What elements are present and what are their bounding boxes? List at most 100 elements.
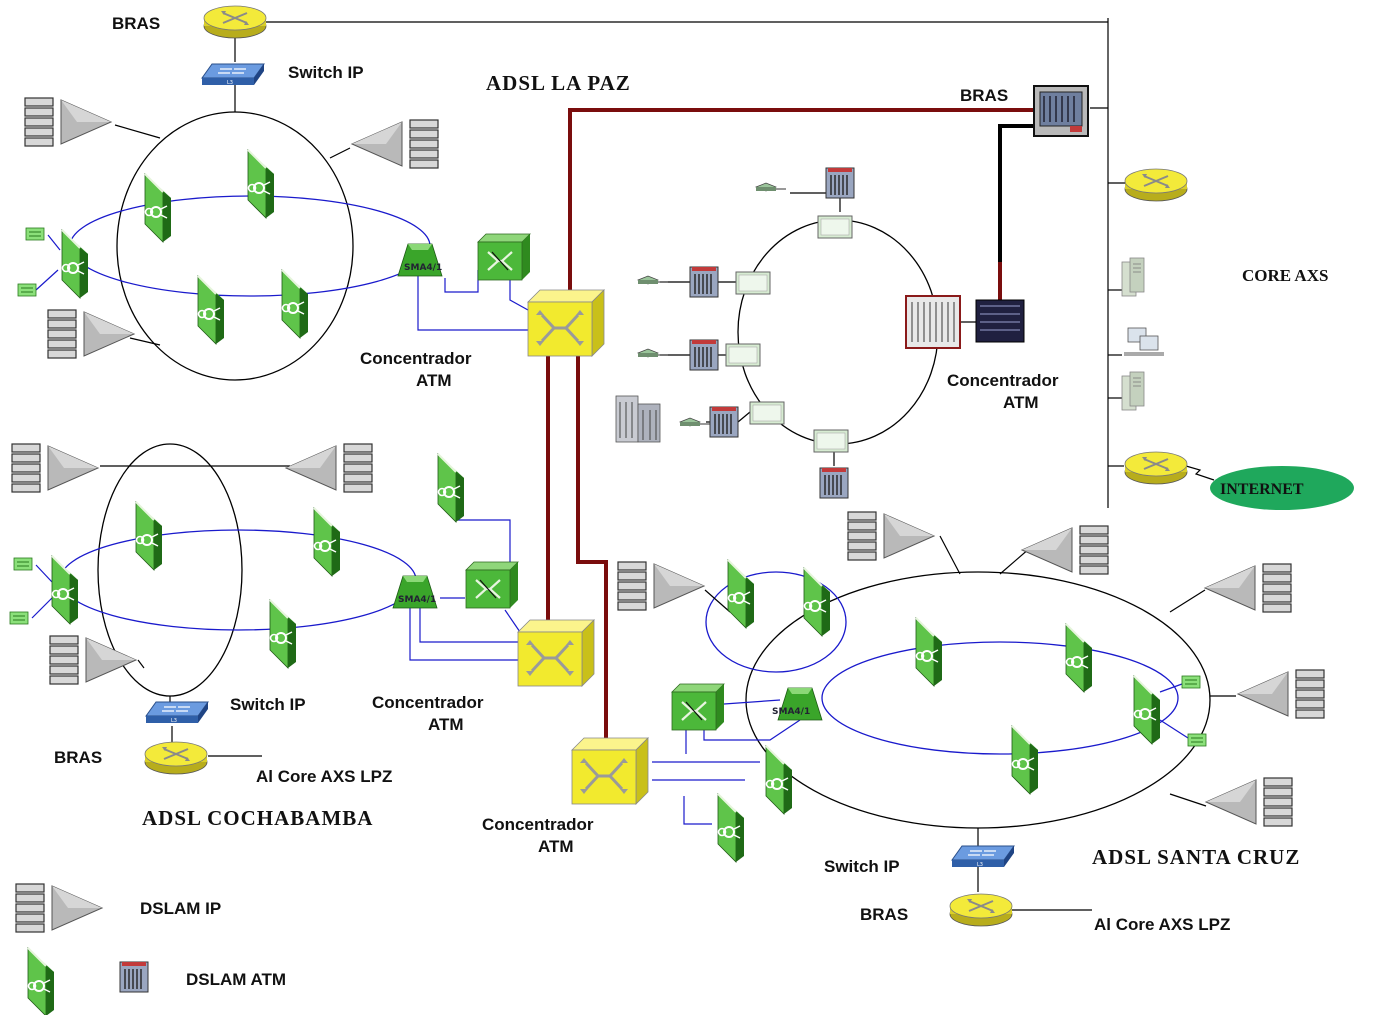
phone-icon <box>1181 675 1201 689</box>
sma-label: SMA4/1 <box>398 595 436 605</box>
dslam-ip-icon <box>1237 669 1325 719</box>
dslam-ip-icon <box>24 97 112 147</box>
dslam-ip-icon <box>285 443 373 493</box>
terminal-icon <box>725 343 761 367</box>
dslam-ip-icon <box>847 511 935 561</box>
workstation-icon <box>1124 327 1164 356</box>
al-core-scz-label: Al Core AXS LPZ <box>1094 915 1230 934</box>
switch-ip-scz-label: Switch IP <box>824 857 900 876</box>
atm-switch-icon <box>464 560 520 610</box>
dslam-ip-icon <box>11 443 99 493</box>
adsl-santa-cruz-title: ADSL SANTA CRUZ <box>1092 845 1300 869</box>
router-icon <box>203 5 267 39</box>
dslam-atm-icon <box>313 507 341 577</box>
atm-top-label: ATM <box>416 371 452 390</box>
switch-ip-top-label: Switch IP <box>288 63 364 82</box>
router-icon <box>949 893 1013 927</box>
dslam-atm-icon <box>197 275 225 345</box>
legend-dslam-atm-label: DSLAM ATM <box>186 970 286 989</box>
bras-cbba-label: BRAS <box>54 748 102 767</box>
santa-cruz-network <box>652 535 1236 911</box>
modem-icon <box>679 417 711 427</box>
phone-icon <box>25 227 45 241</box>
phone-icon <box>9 611 29 625</box>
dslam-ip-icon <box>1204 563 1292 613</box>
bras-top-label: BRAS <box>112 14 160 33</box>
adsl-la-paz-title: ADSL LA PAZ <box>486 71 631 95</box>
terminal-icon <box>735 271 771 295</box>
concentrador-scz-label: Concentrador <box>482 815 594 834</box>
atm-switch-icon <box>516 618 596 688</box>
dslam-atm-icon <box>1011 725 1039 795</box>
dslam-atm-icon <box>135 501 163 571</box>
terminal-icon <box>749 401 785 425</box>
bras-lapaz-label: BRAS <box>960 86 1008 105</box>
dslam-atm-icon <box>437 453 465 523</box>
adsl-cochabamba-title: ADSL COCHABAMBA <box>142 806 373 830</box>
dslam-ip-icon <box>15 883 103 933</box>
terminal-icon <box>813 429 849 453</box>
bras-scz-label: BRAS <box>860 905 908 924</box>
concentrador-top-label: Concentrador <box>360 349 472 368</box>
switch-ip-cbba-label: Switch IP <box>230 695 306 714</box>
dslam-ip-icon <box>1205 777 1293 827</box>
terminal-icon <box>817 215 853 239</box>
dslam-atm-icon <box>1065 623 1093 693</box>
rack-icon <box>119 961 149 993</box>
dslam-atm-icon <box>717 793 745 863</box>
phone-icon <box>1187 733 1207 747</box>
atm-concentrator-icon <box>905 295 1025 349</box>
building-icon <box>615 395 661 443</box>
router-icon <box>1124 168 1188 202</box>
dslam-ip-icon <box>49 635 137 685</box>
cloud-icon <box>1210 466 1354 510</box>
dslam-atm-icon <box>281 269 309 339</box>
modem-icon <box>637 275 669 285</box>
rack-icon <box>819 467 849 499</box>
concentrador-cbba-label: Concentrador <box>372 693 484 712</box>
dslam-ip-icon <box>617 561 705 611</box>
atm-switch-icon <box>570 736 650 806</box>
dslam-atm-icon <box>803 567 831 637</box>
al-core-cbba-label: Al Core AXS LPZ <box>256 767 392 786</box>
dslam-atm-icon <box>247 149 275 219</box>
dslam-atm-icon <box>269 599 297 669</box>
legend: DSLAM IP DSLAM ATM <box>15 883 286 1015</box>
switch-icon <box>951 845 1015 869</box>
atm-switch-icon <box>526 288 606 358</box>
dslam-atm-icon <box>765 745 793 815</box>
atm-scz-label: ATM <box>538 837 574 856</box>
concentrador-lapaz-label: Concentrador <box>947 371 1059 390</box>
rack-icon <box>825 167 855 199</box>
dslam-atm-icon <box>727 559 755 629</box>
sma-label: SMA4/1 <box>404 263 442 273</box>
server-icon <box>1121 257 1145 297</box>
dslam-ip-icon <box>47 309 135 359</box>
atm-switch-icon <box>476 232 532 282</box>
rack-icon <box>709 406 739 438</box>
dslam-ip-icon <box>351 119 439 169</box>
modem-icon <box>755 182 787 192</box>
dslam-atm-icon <box>51 555 79 625</box>
atm-lapaz-label: ATM <box>1003 393 1039 412</box>
modem-icon <box>637 348 669 358</box>
atm-trunks <box>546 108 1036 746</box>
dslam-atm-icon <box>61 229 89 299</box>
server-icon <box>1121 371 1145 411</box>
core-links <box>234 18 1215 508</box>
core-axs-label: CORE AXS <box>1242 266 1328 285</box>
bras-rack-icon <box>1033 85 1089 137</box>
router-icon <box>1124 451 1188 485</box>
dslam-atm-icon <box>144 173 172 243</box>
dslam-atm-icon <box>27 947 55 1015</box>
dslam-ip-icon <box>1021 525 1109 575</box>
atm-cbba-label: ATM <box>428 715 464 734</box>
rack-icon <box>689 266 719 298</box>
internet-label: INTERNET <box>1220 481 1304 498</box>
switch-icon <box>201 63 265 87</box>
legend-dslam-ip-label: DSLAM IP <box>140 899 221 918</box>
phone-icon <box>13 557 33 571</box>
router-icon <box>144 741 208 775</box>
